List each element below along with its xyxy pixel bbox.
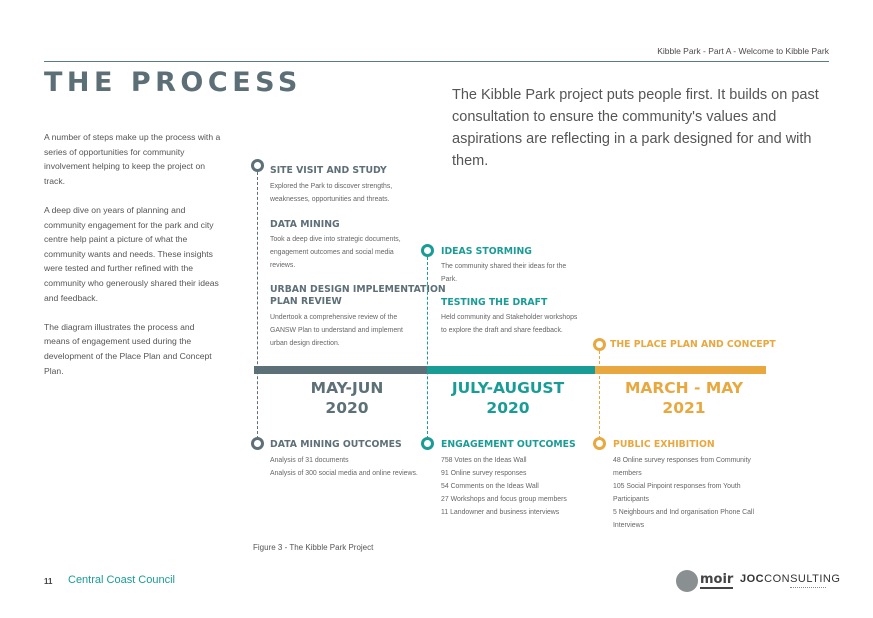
outcome-item: 5 Neighbours and Ind organisation Phone … (613, 509, 754, 529)
engagement-outcomes-list: 758 Votes on the Ideas Wall 91 Online su… (441, 454, 591, 519)
phase3-connector (599, 351, 600, 444)
phase3-period: MARCH - MAY 2021 (624, 379, 744, 417)
data-mining-title: DATA MINING (270, 219, 340, 230)
joc-logo-rest: CONSULTING (764, 573, 841, 585)
engagement-outcomes-title: ENGAGEMENT OUTCOMES (441, 439, 576, 450)
data-mining-outcomes-list: Analysis of 31 documents Analysis of 300… (270, 454, 420, 480)
site-visit-node-icon (251, 159, 264, 172)
outcome-item: 11 Landowner and business interviews (441, 509, 560, 516)
urban-design-desc: Undertook a comprehensive review of the … (270, 314, 403, 347)
urban-design-title-cont: PLAN REVIEW (270, 296, 342, 307)
public-exhibition-list: 48 Online survey responses from Communit… (613, 454, 773, 532)
testing-draft-title: TESTING THE DRAFT (441, 297, 548, 308)
moir-badge-icon (676, 570, 698, 592)
body-paragraph: The diagram illustrates the process and … (44, 321, 212, 376)
joc-logo-underline (790, 587, 826, 588)
ideas-storming-title: IDEAS STORMING (441, 246, 532, 257)
ideas-storming-desc: The community shared their ideas for the… (441, 263, 567, 283)
testing-draft-desc: Held community and Stakeholder workshops… (441, 314, 578, 334)
outcome-item: 27 Workshops and focus group members (441, 496, 567, 503)
phase1-period: MAY-JUN 2020 (292, 378, 402, 418)
ideas-storming-node-icon (421, 244, 434, 257)
phase3-bar (595, 366, 766, 374)
phase1-period-year: 2020 (325, 399, 369, 417)
phase2-period: JULY-AUGUST 2020 (448, 378, 568, 418)
phase2-period-months: JULY-AUGUST (451, 379, 565, 397)
place-plan-title: THE PLACE PLAN AND CONCEPT (610, 339, 776, 350)
outcome-item: 54 Comments on the Ideas Wall (441, 483, 539, 490)
outcome-item: 91 Online survey responses (441, 470, 527, 477)
outcome-item: Analysis of 300 social media and online … (270, 470, 418, 477)
outcome-item: Analysis of 31 documents (270, 457, 349, 464)
joc-consulting-logo: JOCCONSULTING (740, 573, 840, 585)
page-title: THE PROCESS (44, 67, 302, 98)
engagement-outcomes-node-icon (421, 437, 434, 450)
phase2-connector (427, 257, 428, 444)
phase2-bar (427, 366, 595, 374)
site-visit-title: SITE VISIT AND STUDY (270, 165, 387, 176)
joc-logo-bold: JOC (740, 573, 765, 585)
figure-caption: Figure 3 - The Kibble Park Project (253, 543, 374, 552)
moir-logo: moir (676, 570, 734, 592)
outcome-item: 105 Social Pinpoint responses from Youth… (613, 483, 741, 503)
organisation-name: Central Coast Council (68, 574, 175, 586)
data-mining-outcomes-title: DATA MINING OUTCOMES (270, 439, 402, 450)
public-exhibition-node-icon (593, 437, 606, 450)
intro-statement: The Kibble Park project puts people firs… (452, 87, 819, 169)
header-divider (44, 61, 829, 62)
public-exhibition-title: PUBLIC EXHIBITION (613, 439, 715, 450)
phase1-bar (254, 366, 427, 374)
data-mining-outcomes-node-icon (251, 437, 264, 450)
place-plan-node-icon (593, 338, 606, 351)
data-mining-desc: Took a deep dive into strategic document… (270, 236, 401, 269)
page-number: 11 (44, 577, 53, 586)
body-paragraph: A deep dive on years of planning and com… (44, 204, 219, 303)
outcome-item: 758 Votes on the Ideas Wall (441, 457, 527, 464)
moir-logo-text: moir (700, 572, 734, 589)
body-paragraph: A number of steps make up the process wi… (44, 132, 221, 186)
phase1-period-months: MAY-JUN (310, 379, 384, 397)
urban-design-title: URBAN DESIGN IMPLEMENTATION (270, 284, 446, 295)
body-text: A number of steps make up the process wi… (44, 130, 222, 393)
site-visit-desc: Explored the Park to discover strengths,… (270, 183, 393, 203)
phase2-period-year: 2020 (486, 399, 530, 417)
page-header: Kibble Park - Part A - Welcome to Kibble… (657, 46, 829, 56)
outcome-item: 48 Online survey responses from Communit… (613, 457, 751, 477)
phase1-connector (257, 172, 258, 444)
